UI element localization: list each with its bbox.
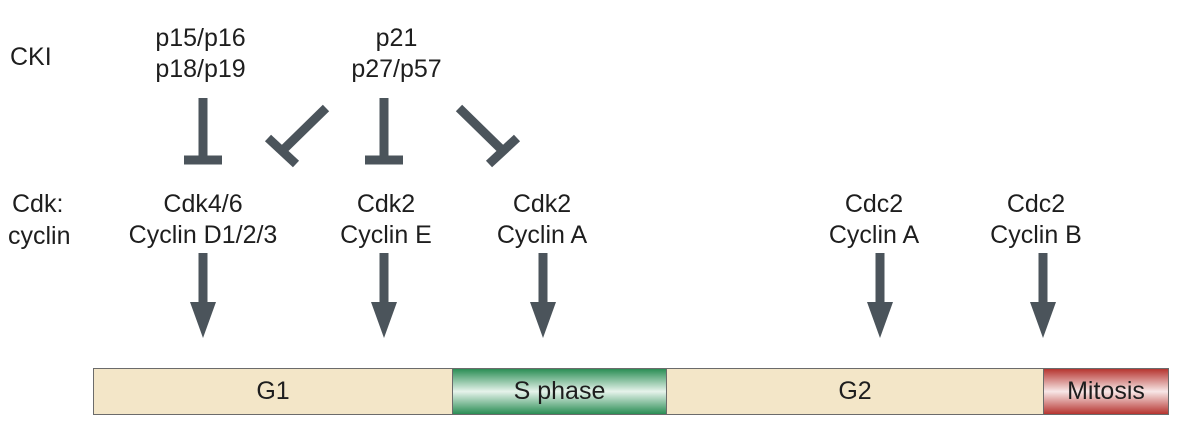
complex-label-line1: Cdc2 (1006, 190, 1066, 218)
inhibition-bar-icon (184, 98, 222, 165)
complex-label-line1: Cdk4/6 (163, 190, 243, 218)
cdk-row-label: Cdk: (12, 190, 64, 218)
phase-label: Mitosis (1067, 377, 1145, 405)
down-arrow-icon (371, 253, 397, 338)
complex-cdc2-cyclinb: Cdc2 Cyclin B (961, 189, 1111, 251)
inhibition-bar-icon (264, 104, 330, 168)
down-arrow-icon (530, 253, 556, 338)
down-arrow-icon (867, 253, 893, 338)
inhibitor-label-line1: p21 (375, 24, 418, 52)
complex-cdc2-cyclina: Cdc2 Cyclin A (799, 189, 949, 251)
phase-label: G1 (256, 377, 290, 405)
inhibition-bar-icon (365, 98, 403, 165)
complex-label-line1: Cdk2 (356, 190, 416, 218)
complex-label-line2: Cyclin A (496, 221, 588, 249)
cki-row-label: CKI (10, 43, 52, 71)
phase-label: G2 (838, 377, 872, 405)
cyclin-row-label: cyclin (8, 222, 71, 250)
phase-g2: G2 (666, 368, 1044, 415)
inhibitor-label-line1: p15/p16 (155, 24, 246, 52)
complex-label-line1: Cdk2 (512, 190, 572, 218)
complex-label-line1: Cdc2 (844, 190, 904, 218)
complex-cdk2-cycline: Cdk2 Cyclin E (311, 189, 461, 251)
inhibitor-group-ink4: p15/p16 p18/p19 (123, 23, 278, 85)
down-arrow-icon (1030, 253, 1056, 338)
phase-mitosis: Mitosis (1043, 368, 1169, 415)
phase-g1: G1 (93, 368, 453, 415)
inhibitor-group-cip-kip: p21 p27/p57 (319, 23, 474, 85)
inhibition-bar-icon (455, 104, 521, 168)
complex-label-line2: Cyclin B (990, 221, 1082, 249)
phase-label: S phase (513, 377, 606, 405)
inhibitor-label-line2: p27/p57 (351, 55, 442, 83)
phase-s: S phase (452, 368, 667, 415)
complex-cdk46-cyclind: Cdk4/6 Cyclin D1/2/3 (103, 189, 303, 251)
complex-label-line2: Cyclin D1/2/3 (128, 221, 278, 249)
inhibitor-label-line2: p18/p19 (155, 55, 246, 83)
down-arrow-icon (190, 253, 216, 338)
complex-cdk2-cyclina: Cdk2 Cyclin A (467, 189, 617, 251)
complex-label-line2: Cyclin A (828, 221, 920, 249)
complex-label-line2: Cyclin E (340, 221, 432, 249)
